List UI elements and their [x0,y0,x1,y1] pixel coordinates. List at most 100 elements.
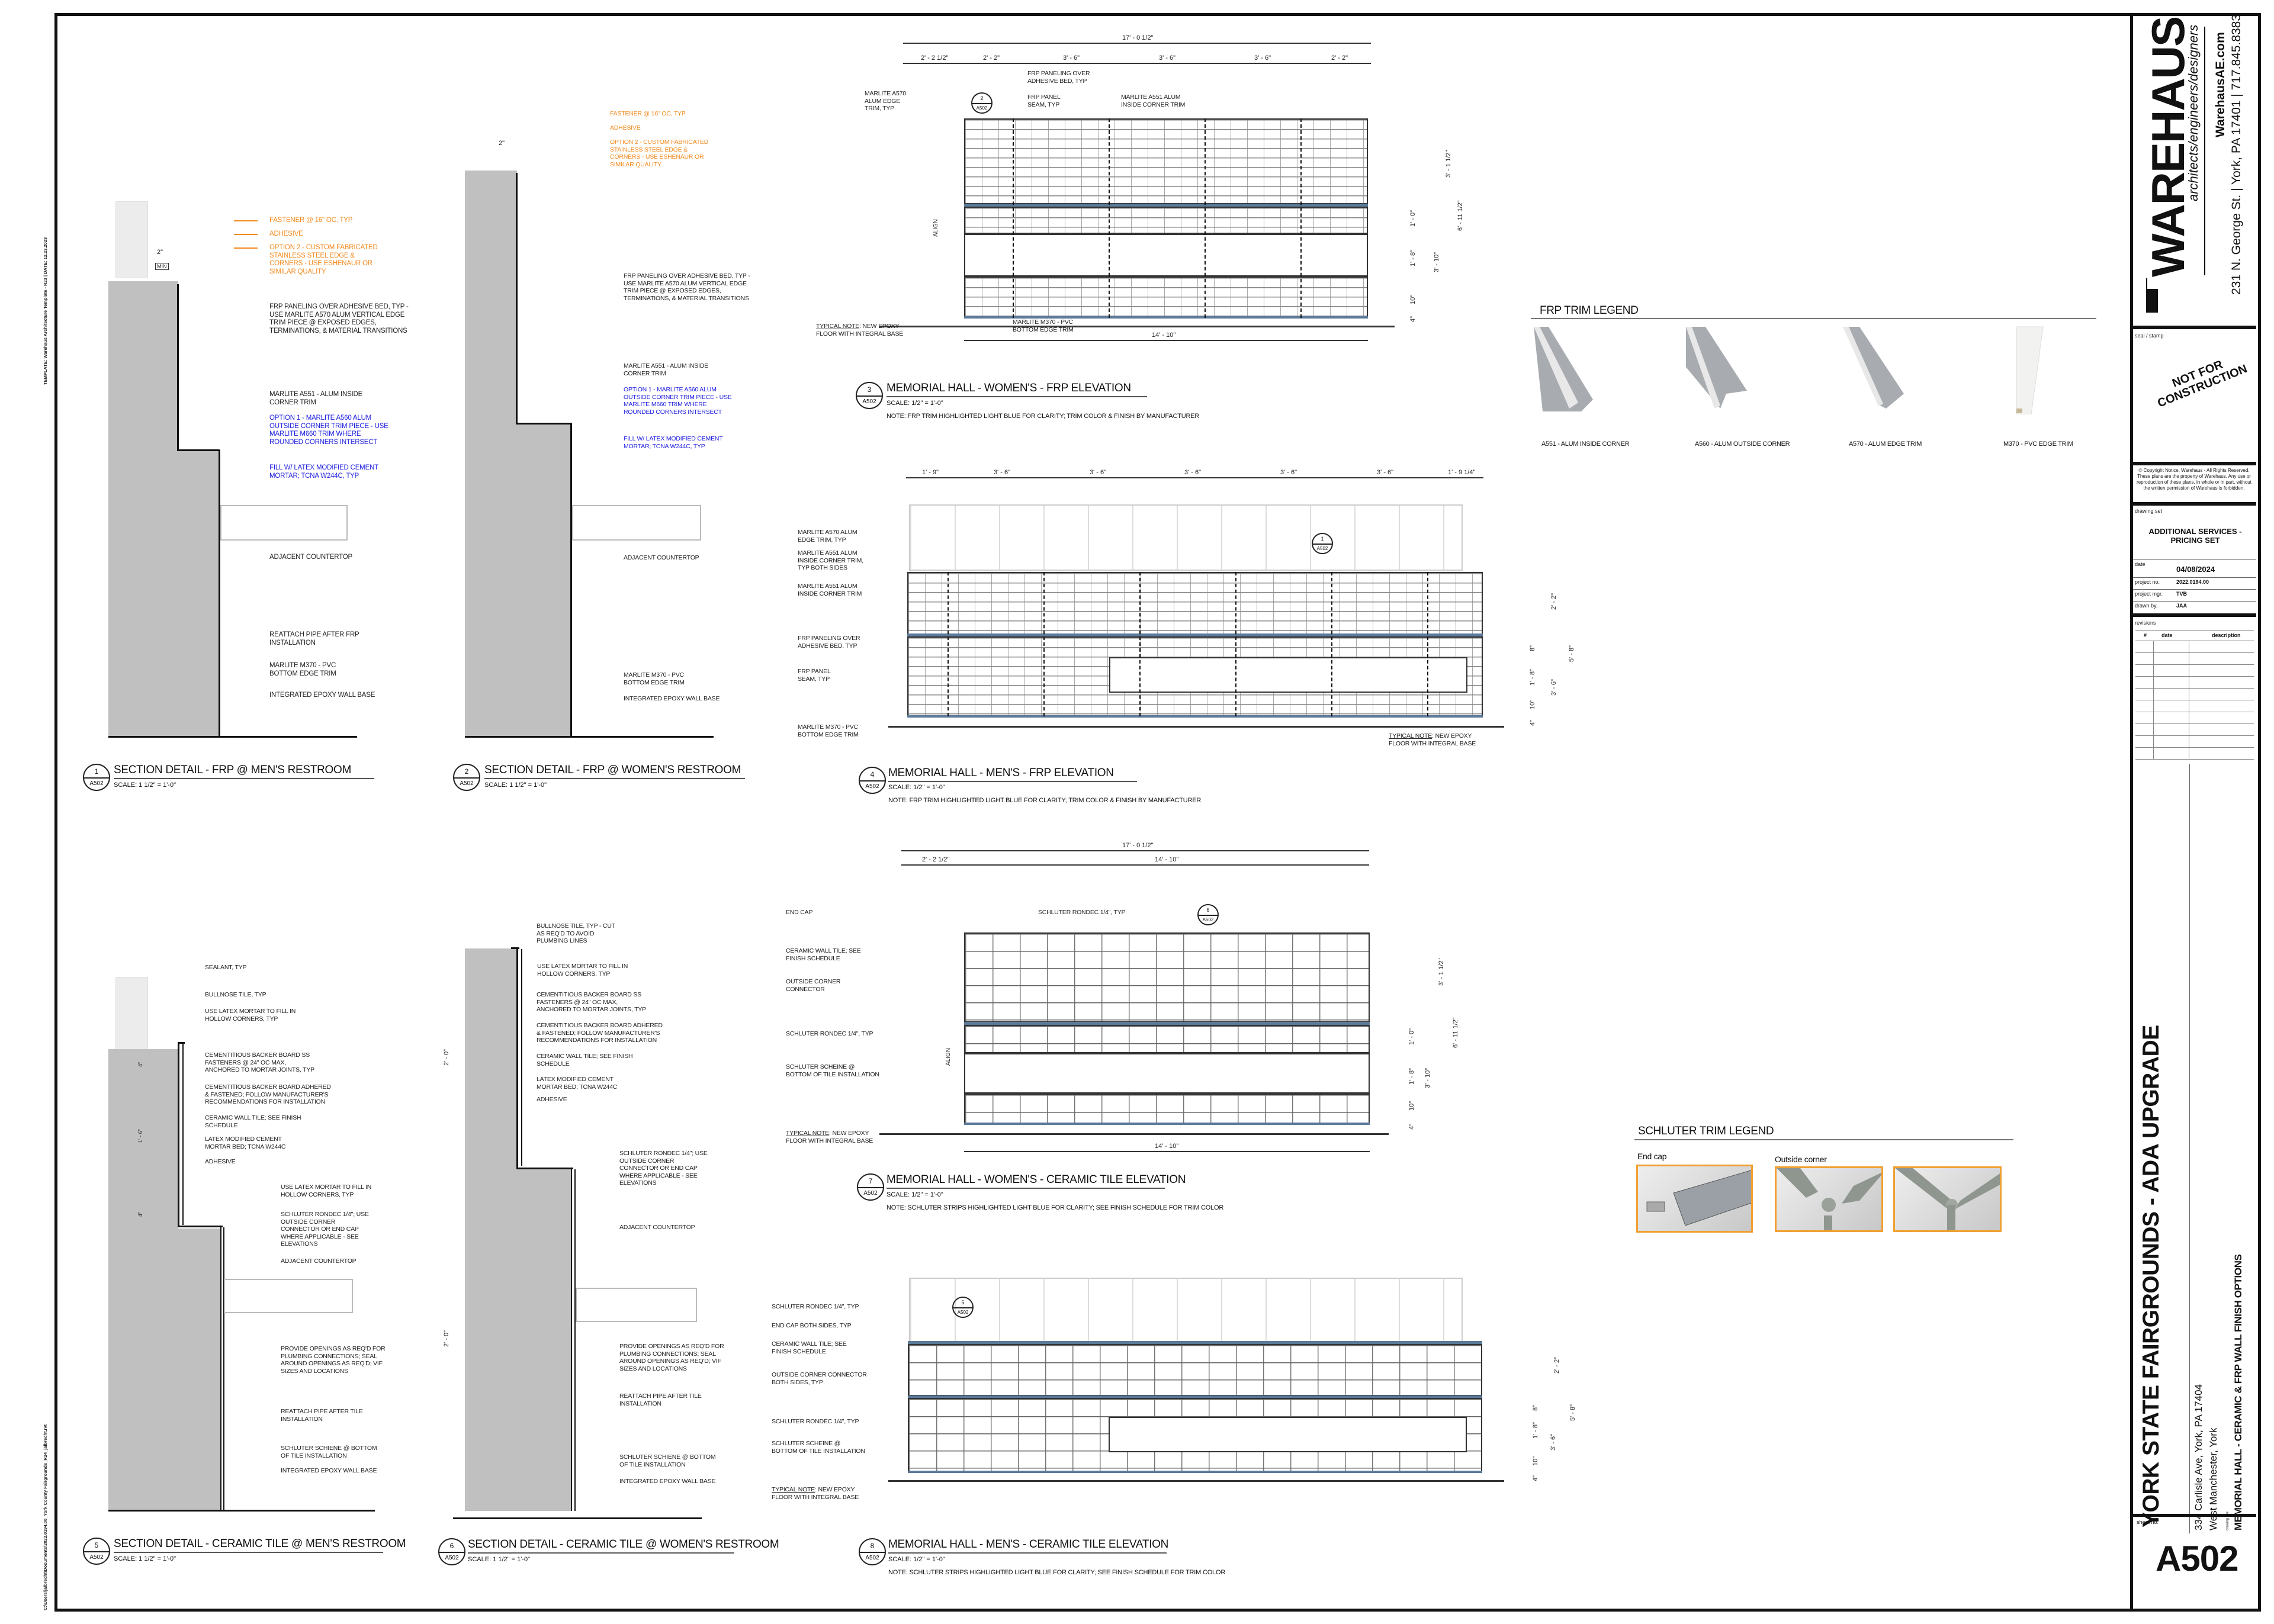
typical-note-label: TYPICAL NOTE [816,323,860,330]
wall-upper [108,281,178,737]
detail-scale: SCALE: 1/2" = 1'-0" [887,400,943,407]
note-reattach-pipe: REATTACH PIPE AFTER TILE INSTALLATION [619,1393,702,1407]
dim-top: 2" [157,249,163,256]
vdim: 8" [1532,1404,1539,1411]
detail-title: SECTION DETAIL - FRP @ WOMEN'S RESTROOM [484,764,741,776]
bubble-num: 3 [867,385,872,394]
tile-line [182,1044,184,1225]
legend-label-a560: A560 - ALUM OUTSIDE CORNER [1695,440,1790,448]
vdim: 1' - 0" [1409,210,1417,227]
note-frp-paneling: FRP PANELING OVER ADHESIVE BED, TYP - US… [269,303,409,335]
note-fastener: FASTENER @ 16" OC, TYP [610,110,686,117]
seg-dim: 2' - 2" [983,54,1000,62]
tile-line [516,949,518,1169]
typical-note-text: : NEW EPOXY FLOOR WITH INTEGRAL BASE [816,323,904,337]
callout-outside-corner: OUTSIDE CORNER CONNECTOR BOTH SIDES, TYP [772,1371,867,1386]
ceramic-tile-mid [964,1025,1370,1053]
note-option-2: OPTION 2 - CUSTOM FABRICATED STAINLESS S… [610,139,709,168]
note-m370: MARLITE M370 - PVC BOTTOM EDGE TRIM [269,662,336,677]
vdim: 5' - 8" [1569,1404,1576,1421]
detail-bubble[interactable]: 6 A502 [438,1538,465,1565]
detail-bubble[interactable]: 7 A502 [857,1173,884,1201]
seg-dim: 3' - 6" [994,469,1011,476]
panel-seam [1109,118,1112,318]
bubble-num: 7 [868,1177,873,1185]
frp-line [516,173,518,424]
detail-bubble[interactable]: 3 A502 [856,382,883,409]
note-option-1: OPTION 1 - MARLITE A560 ALUM OUTSIDE COR… [624,386,732,416]
vdim: 4" [1529,719,1536,726]
detail-bubble[interactable]: 1 A502 [83,764,110,791]
detail-bubble[interactable]: 2 A502 [453,764,480,791]
note-reattach-pipe: REATTACH PIPE AFTER TILE INSTALLATION [281,1408,363,1423]
title-rule [887,1188,1165,1189]
callout-a551-both: MARLITE A551 ALUM INSIDE CORNER TRIM, TY… [798,549,863,571]
drawn-by-value: JAA [2176,603,2188,609]
copyright-notice: © Copyright Notice, Warehaus - All Right… [2137,468,2251,491]
firm-website[interactable]: WarehausAE.com [2214,32,2227,137]
bubble-num: 5 [961,1300,965,1305]
tb-separator [2133,326,2256,329]
bubble-sheet: A502 [957,1310,969,1315]
detail-note: NOTE: FRP TRIM HIGHLIGHTED LIGHT BLUE FO… [888,797,1202,804]
vdim: 10" [1409,294,1417,304]
template-note: TEMPLATE: Warehaus Architecture Template… [43,237,48,385]
wall-upper [465,171,517,738]
a551-trim [964,204,1368,207]
drawing-title: MEMORIAL HALL - CERAMIC & FRP WALL FINIS… [2233,1254,2244,1530]
detail-title: MEMORIAL HALL - WOMEN'S - FRP ELEVATION [887,382,1131,394]
note-backer-fasteners: CEMENTITIOUS BACKER BOARD SS FASTENERS @… [205,1051,314,1073]
vdim: 2' - 0" [443,1049,450,1066]
vdim: 2' - 2" [1553,1356,1560,1374]
section-ref-bubble[interactable]: 1 A502 [1312,533,1333,554]
tb-rule [2135,630,2254,631]
section-ref-bubble[interactable]: 5 A502 [952,1297,974,1318]
vdim: 5' - 8" [1568,645,1575,662]
callout-panel-seam: FRP PANEL SEAM, TYP [798,668,831,683]
tb-rule [2133,577,2256,578]
drawing-set: ADDITIONAL SERVICES - PRICING SET [2148,527,2242,545]
callout-end-cap: END CAP BOTH SIDES, TYP [772,1322,852,1329]
panel-seam [1205,118,1208,318]
detail-note: NOTE: SCHLUTER STRIPS HIGHLIGHTED LIGHT … [887,1204,1224,1211]
seg-dim: 14' - 10" [1155,856,1179,863]
note-epoxy-base: INTEGRATED EPOXY WALL BASE [269,692,375,699]
note-reattach-pipe: REATTACH PIPE AFTER FRP INSTALLATION [269,631,359,647]
ghost-fixture [115,201,148,278]
panel-seam [1235,572,1239,716]
drawing-set-label: drawing set [2135,508,2163,514]
bubble-sheet: A502 [89,1554,104,1561]
tile-line [178,1044,179,1227]
overall-dim: 17' - 0 1/2" [1122,842,1154,849]
leader [234,220,258,221]
detail-bubble[interactable]: 5 A502 [83,1538,110,1565]
section-ref-bubble[interactable]: 6 A502 [1197,904,1219,925]
revisions-table [2135,641,2254,760]
vdim: 6' - 11 1/2" [1452,1017,1459,1048]
note-latex-mortar: USE LATEX MORTAR TO FILL IN HOLLOW CORNE… [205,1008,296,1022]
adjacent-countertop [220,505,348,541]
callout-rondec: SCHLUTER RONDEC 1/4", TYP [1038,909,1126,916]
detail-bubble[interactable]: 8 A502 [859,1538,886,1565]
upper-cabinets [909,504,1463,571]
firm-address: 231 N. George St. | York, PA 17401 | 717… [2230,14,2243,295]
vdim: 10" [1532,1456,1539,1466]
note-adhesive: ADHESIVE [537,1096,567,1103]
wall-upper [465,948,517,1511]
vdim: 4" [137,1211,143,1217]
frp-tile-lower [964,276,1368,318]
detail-bubble[interactable]: 4 A502 [859,767,886,794]
note-ceramic-tile: CERAMIC WALL TILE; SEE FINISH SCHEDULE [537,1053,633,1067]
vdim: 10" [1408,1101,1415,1111]
callout-a551: MARLITE A551 ALUM INSIDE CORNER TRIM [1121,94,1186,108]
vdim: 1' - 8" [1408,1067,1415,1085]
note-backer-adhered: CEMENTITIOUS BACKER BOARD ADHERED & FAST… [205,1083,331,1105]
detail-title: MEMORIAL HALL - MEN'S - CERAMIC TILE ELE… [888,1538,1169,1551]
align-label: ALIGN [945,1047,952,1066]
panel-seam [1300,118,1304,318]
note-fill-mortar: FILL W/ LATEX MODIFIED CEMENT MORTAR; TC… [269,464,378,480]
note-ceramic-tile: CERAMIC WALL TILE; SEE FINISH SCHEDULE [205,1114,301,1129]
detail-scale: SCALE: 1 1/2" = 1'-0" [114,1555,176,1562]
section-ref-bubble[interactable]: 2 A502 [971,92,993,114]
title-rule [114,778,374,779]
